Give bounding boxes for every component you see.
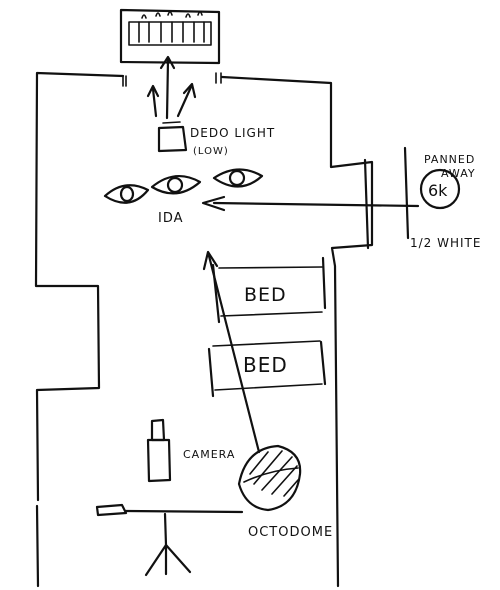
six-k-beam-arrow [201,195,420,212]
octodome-label: OCTODOME [248,525,333,540]
six-k-light-icon [419,168,461,210]
camera-label: CAMERA [183,448,235,461]
window-with-candles [119,8,221,65]
dedo-light-label: DEDO LIGHT [190,126,275,140]
away-label: AWAY [441,167,476,180]
six-k-label: 6k [428,181,448,200]
octodome-icon [237,444,302,512]
camera-icon [146,418,172,483]
boom-stand [95,503,244,577]
dedo-light-arrows [146,55,197,120]
room-outline [34,71,374,588]
panned-label: PANNED [424,153,475,166]
dedo-light-icon [157,121,188,153]
octodome-beam-arrow [202,250,261,454]
ida-label: IDA [158,211,184,226]
dedo-light-note: (LOW) [193,146,229,157]
bed-top-label: BED [244,284,287,306]
half-white-label: 1/2 WHITE [410,236,481,250]
eye-icons [103,168,264,204]
bed-bottom-label: BED [243,353,288,377]
diffusion-frame [363,146,410,250]
